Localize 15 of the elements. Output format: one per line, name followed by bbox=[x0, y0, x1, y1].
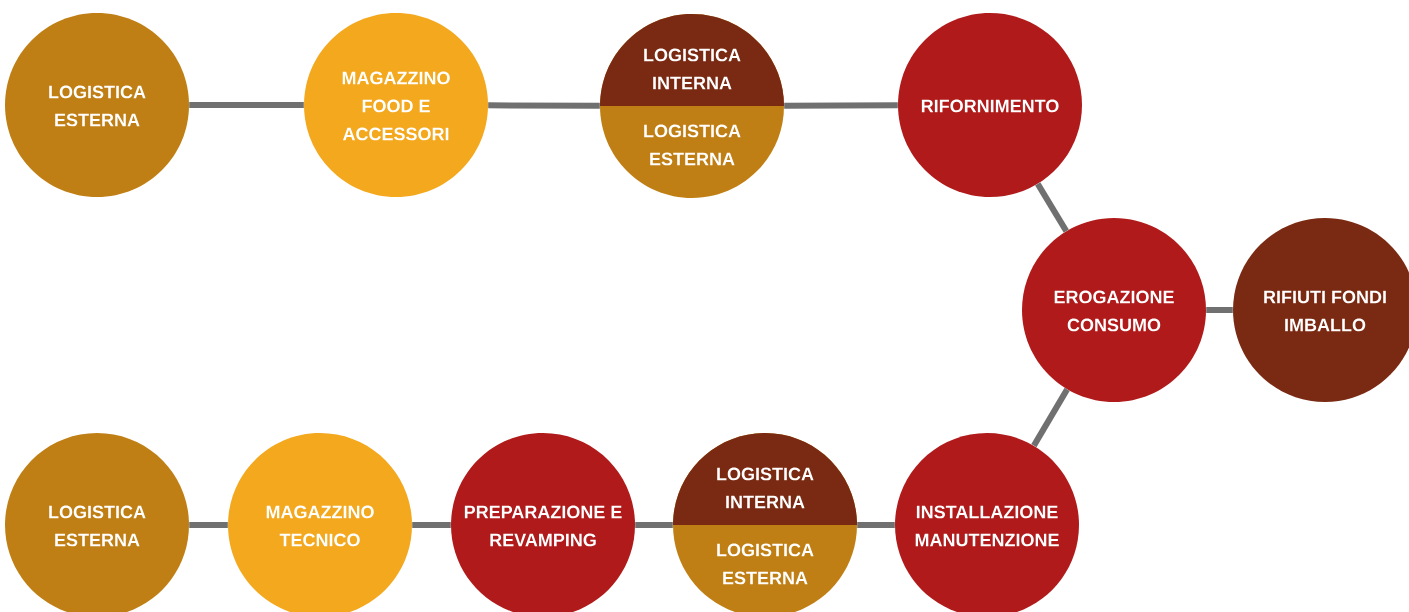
connector-line bbox=[412, 522, 451, 528]
connector-line bbox=[635, 522, 673, 528]
connector-line bbox=[1206, 307, 1233, 313]
connector-line bbox=[784, 102, 898, 109]
circle-node: LOGISTICA INTERNA LOGISTICA ESTERNA bbox=[600, 14, 784, 198]
circle-node: RIFORNIMENTO bbox=[898, 13, 1082, 197]
connector-line bbox=[1035, 182, 1069, 233]
connector-line bbox=[488, 102, 600, 109]
circle-node: EROGAZIONE CONSUMO bbox=[1022, 218, 1206, 402]
circle-node: LOGISTICA ESTERNA bbox=[5, 13, 189, 197]
connector-line bbox=[189, 102, 304, 108]
connector-line bbox=[857, 522, 895, 528]
connector-line bbox=[189, 522, 228, 528]
connector-line bbox=[1031, 387, 1070, 448]
circle-node: MAGAZZINO FOOD E ACCESSORI bbox=[304, 13, 488, 197]
